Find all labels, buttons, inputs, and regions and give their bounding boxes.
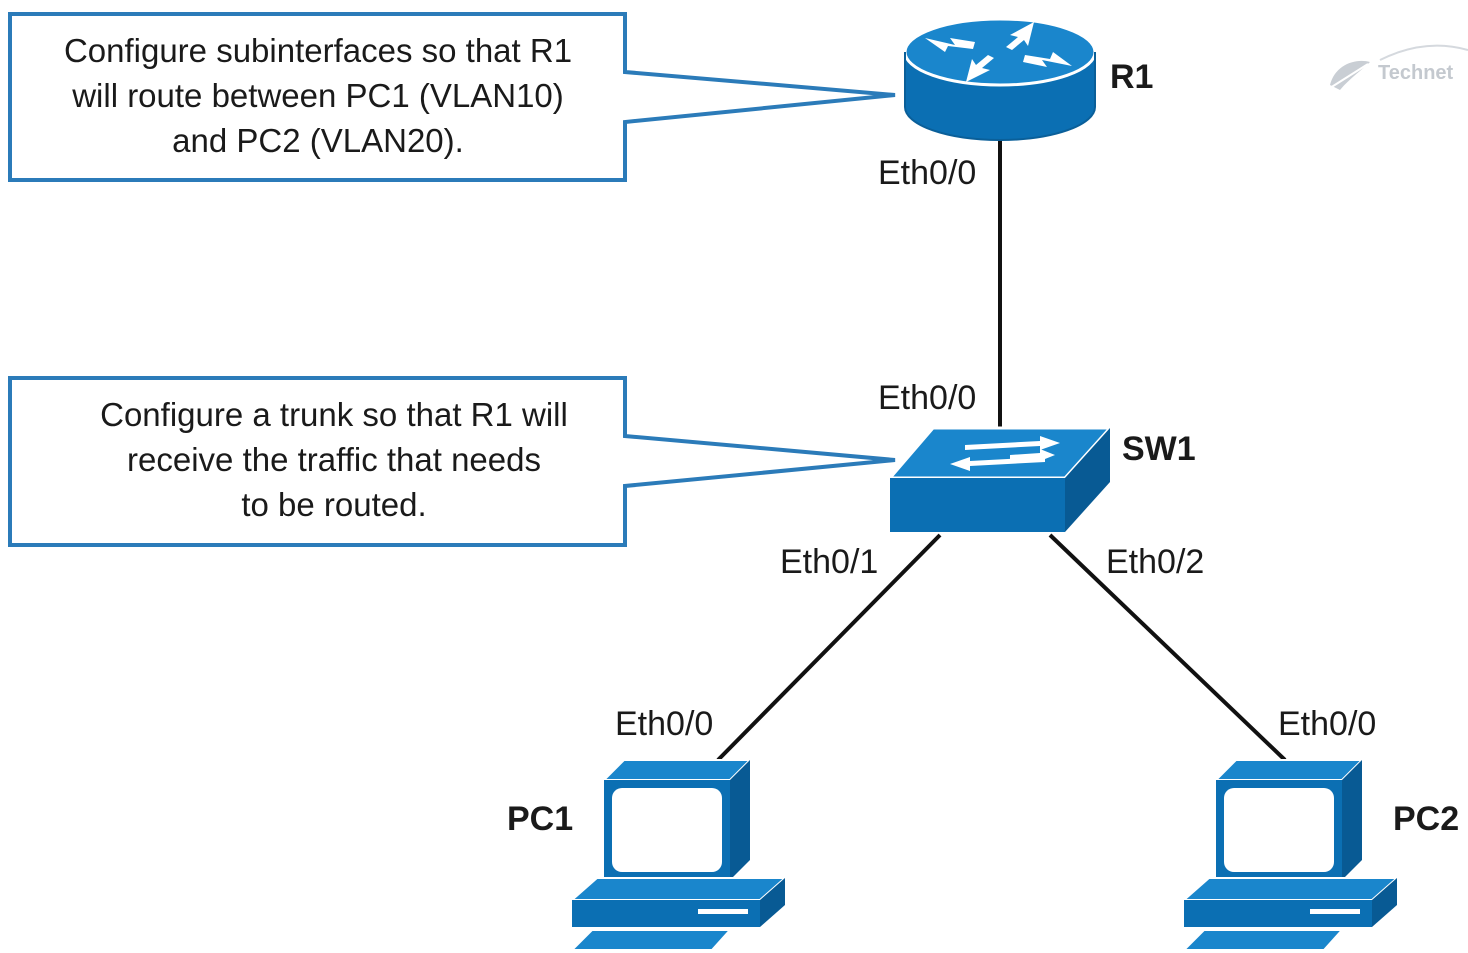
- feather-icon: [1329, 44, 1468, 90]
- device-label-pc2: PC2: [1393, 800, 1460, 838]
- link-sw1-pc2: [1048, 533, 1287, 762]
- device-label-r1: R1: [1110, 58, 1154, 96]
- link-sw1-pc1: [716, 533, 942, 762]
- switch-icon: [886, 426, 1114, 532]
- callout-subinterfaces-text: Configure subinterfaces so that R1 will …: [63, 32, 573, 159]
- interface-label-pc2-eth00: Eth0/0: [1278, 705, 1377, 743]
- device-label-sw1: SW1: [1122, 430, 1196, 468]
- interface-label-r1-eth00: Eth0/0: [878, 154, 977, 192]
- pc-icon: [1181, 759, 1400, 951]
- pc-icon: [569, 759, 788, 951]
- callout-trunk: [8, 376, 896, 547]
- callout-trunk-text: Configure a trunk so that R1 will receiv…: [100, 396, 568, 523]
- interface-label-pc1-eth00: Eth0/0: [615, 705, 714, 743]
- watermark-text: Technet: [1378, 62, 1454, 84]
- callout-subinterfaces: [8, 12, 896, 182]
- interface-label-sw1-eth01: Eth0/1: [780, 543, 879, 581]
- interface-label-sw1-eth02: Eth0/2: [1106, 543, 1205, 581]
- device-label-pc1: PC1: [507, 800, 574, 838]
- interface-label-sw1-eth00: Eth0/0: [878, 379, 977, 417]
- router-icon: [903, 17, 1097, 141]
